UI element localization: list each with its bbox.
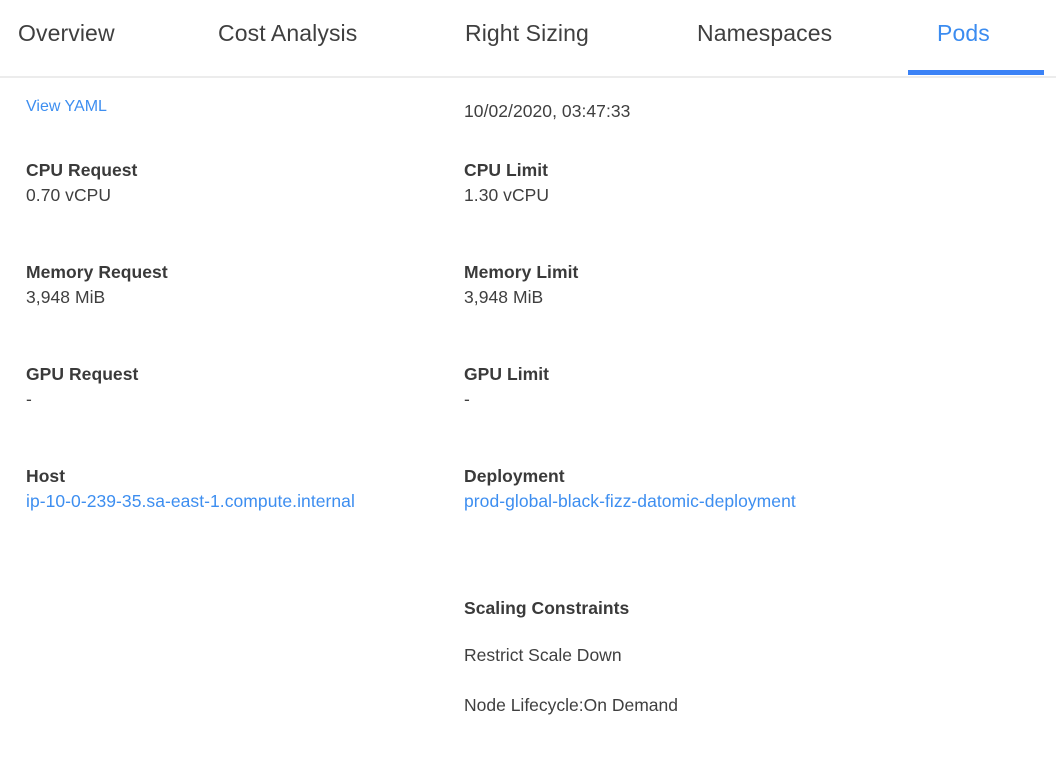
tab-overview[interactable]: Overview — [18, 20, 115, 46]
field-gpu-limit: GPU Limit - — [464, 362, 549, 412]
field-label-memory-limit: Memory Limit — [464, 262, 579, 282]
scaling-constraint-node-lifecycle: Node Lifecycle:On Demand — [464, 695, 678, 715]
field-cpu-limit: CPU Limit 1.30 vCPU — [464, 158, 549, 208]
field-cpu-request: CPU Request 0.70 vCPU — [26, 158, 137, 208]
field-gpu-request: GPU Request - — [26, 362, 138, 412]
field-label-cpu-limit: CPU Limit — [464, 160, 549, 180]
field-label-memory-request: Memory Request — [26, 262, 168, 282]
field-value-memory-request: 3,948 MiB — [26, 287, 106, 307]
field-host: Host ip-10-0-239-35.sa-east-1.compute.in… — [26, 464, 355, 514]
field-label-cpu-request: CPU Request — [26, 160, 138, 180]
active-tab-indicator — [908, 70, 1044, 75]
field-label-gpu-limit: GPU Limit — [464, 364, 550, 384]
field-value-cpu-request: 0.70 vCPU — [26, 185, 112, 205]
scaling-constraint-restrict-scale-down: Restrict Scale Down — [464, 645, 622, 665]
tab-bar: Overview Cost Analysis Right Sizing Name… — [0, 0, 1056, 78]
tab-cost-analysis[interactable]: Cost Analysis — [218, 20, 358, 46]
field-memory-limit: Memory Limit 3,948 MiB — [464, 260, 578, 310]
field-label-deployment: Deployment — [464, 466, 565, 486]
field-label-host: Host — [26, 466, 66, 486]
tab-pods[interactable]: Pods — [937, 20, 990, 46]
deployment-link[interactable]: prod-global-black-fizz-datomic-deploymen… — [464, 491, 796, 511]
view-yaml-link[interactable]: View YAML — [26, 98, 107, 115]
view-yaml-row: View YAML — [26, 98, 107, 116]
scaling-constraints-section: Scaling Constraints Restrict Scale Down … — [464, 596, 678, 718]
field-memory-request: Memory Request 3,948 MiB — [26, 260, 168, 310]
timestamp-row: 10/02/2020, 03:47:33 — [464, 98, 630, 124]
field-value-cpu-limit: 1.30 vCPU — [464, 185, 550, 205]
field-label-gpu-request: GPU Request — [26, 364, 139, 384]
tab-namespaces[interactable]: Namespaces — [697, 20, 833, 46]
field-value-gpu-request: - — [26, 389, 32, 409]
pod-timestamp: 10/02/2020, 03:47:33 — [464, 101, 631, 121]
field-value-deployment: prod-global-black-fizz-datomic-deploymen… — [464, 488, 796, 514]
field-deployment: Deployment prod-global-black-fizz-datomi… — [464, 464, 796, 514]
tab-right-sizing[interactable]: Right Sizing — [465, 20, 589, 46]
host-link[interactable]: ip-10-0-239-35.sa-east-1.compute.interna… — [26, 491, 355, 511]
scaling-constraints-heading: Scaling Constraints — [464, 598, 630, 618]
field-value-gpu-limit: - — [464, 389, 470, 409]
field-value-host: ip-10-0-239-35.sa-east-1.compute.interna… — [26, 488, 355, 514]
field-value-memory-limit: 3,948 MiB — [464, 287, 544, 307]
